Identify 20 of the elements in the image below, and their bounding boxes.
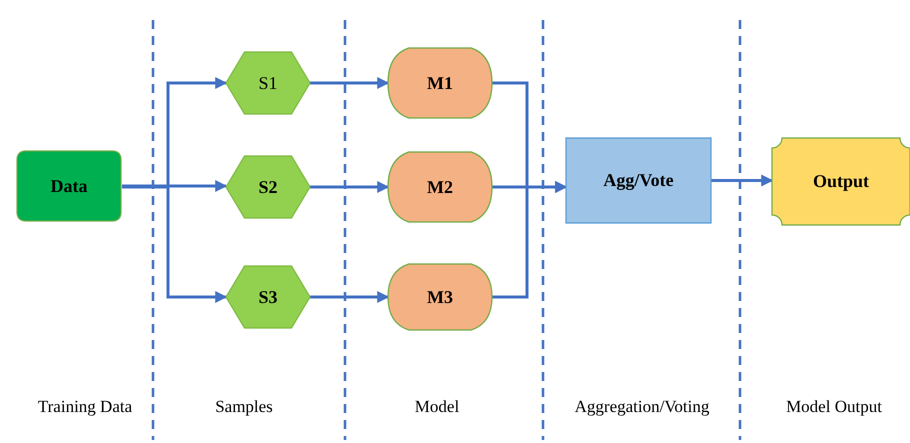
node-label: M1 — [427, 72, 453, 94]
arrow — [492, 181, 568, 298]
column-label: Aggregation/Voting — [574, 397, 710, 417]
arrow — [711, 174, 774, 186]
node-label: S1 — [258, 72, 278, 94]
column-label: Training Data — [38, 397, 132, 417]
node-label: Data — [50, 176, 88, 196]
node-label: M2 — [427, 176, 453, 198]
column-label: Samples — [215, 397, 273, 417]
node-label: Output — [812, 171, 870, 192]
node-label: S3 — [258, 286, 278, 308]
node-label: M3 — [427, 286, 453, 308]
arrow — [310, 181, 390, 193]
arrow — [310, 77, 390, 89]
arrow — [310, 291, 390, 303]
node-label: S2 — [258, 176, 278, 198]
node-label: Agg/Vote — [603, 170, 674, 191]
arrow — [122, 180, 228, 192]
column-label: Model Output — [786, 397, 882, 417]
column-label: Model — [414, 397, 460, 417]
